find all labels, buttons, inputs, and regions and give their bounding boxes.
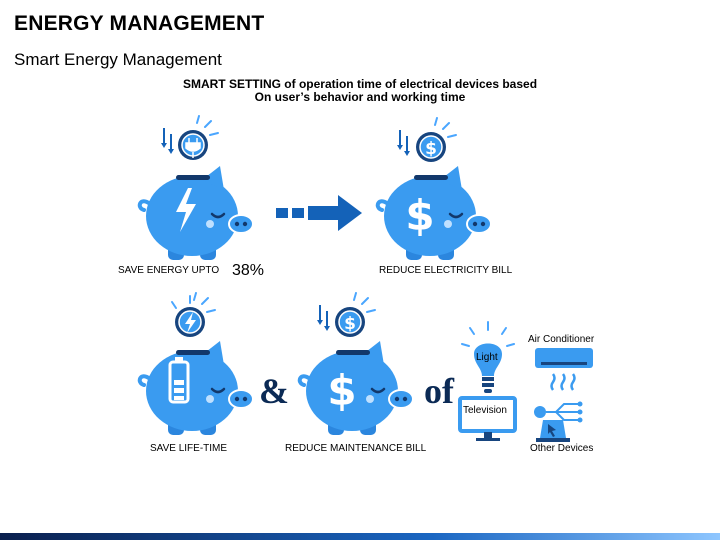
air-conditioner-icon xyxy=(535,348,593,391)
headline-line-1: SMART SETTING of operation time of elect… xyxy=(182,77,538,91)
device-air-conditioner: Air Conditioner xyxy=(528,334,595,345)
battery-icon xyxy=(168,357,190,404)
pig-reduce-electricity: $ xyxy=(375,164,493,262)
of-connector: of xyxy=(424,371,454,411)
device-other: Other Devices xyxy=(530,443,594,454)
pig-save-energy xyxy=(137,164,255,262)
down-arrows-icon-3 xyxy=(316,304,331,332)
device-light: Light xyxy=(476,352,498,363)
label-save-energy: SAVE ENERGY UPTO xyxy=(118,265,220,276)
coin-dollar-icon: $ xyxy=(415,117,457,163)
device-television: Television xyxy=(463,405,507,416)
headline: SMART SETTING of operation time of elect… xyxy=(150,78,570,104)
lightning-icon xyxy=(176,188,196,232)
down-arrows-icon-2 xyxy=(396,129,411,157)
svg-text:$: $ xyxy=(344,314,356,334)
page-title: ENERGY MANAGEMENT xyxy=(14,12,265,35)
headline-line-2: On user’s behavior and working time xyxy=(254,90,466,104)
page-subtitle: Smart Energy Management xyxy=(14,50,222,69)
svg-text:$: $ xyxy=(425,139,437,159)
dollar-icon: $ xyxy=(405,191,434,240)
label-reduce-electricity: REDUCE ELECTRICITY BILL xyxy=(379,265,513,276)
light-bulb-icon xyxy=(461,321,515,393)
coin-plug-icon xyxy=(177,115,219,161)
label-reduce-maintenance: REDUCE MAINTENANCE BILL xyxy=(285,443,427,454)
down-arrows-icon xyxy=(160,127,175,155)
pig-reduce-maintenance: $ xyxy=(297,339,415,437)
right-arrow-icon xyxy=(276,195,362,231)
value-save-energy: 38% xyxy=(232,262,265,279)
label-save-lifetime: SAVE LIFE-TIME xyxy=(150,443,228,454)
pig-save-lifetime xyxy=(137,339,255,437)
footer-bar xyxy=(0,533,720,540)
other-devices-icon xyxy=(534,401,583,442)
dollar-icon-2: $ xyxy=(327,366,356,415)
television-icon xyxy=(458,396,517,441)
coin-lightning-icon xyxy=(171,292,216,338)
coin-dollar-icon-2: $ xyxy=(334,292,376,338)
and-connector: & xyxy=(259,371,289,411)
